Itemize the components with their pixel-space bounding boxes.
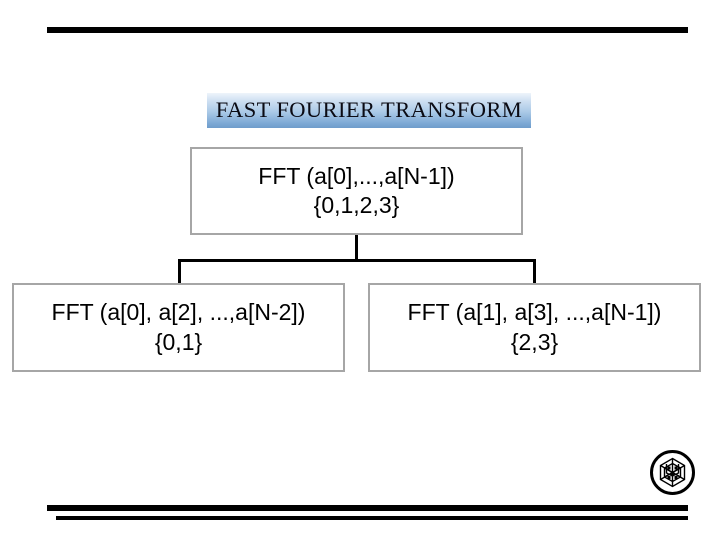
bottom-divider-rule-thick xyxy=(47,505,688,511)
circular-institution-logo-icon xyxy=(649,449,696,496)
connector-drop-left xyxy=(178,259,181,284)
tree-node-root-line1: FFT (a[0],...,a[N-1]) xyxy=(258,162,455,189)
connector-drop-right xyxy=(533,259,536,284)
tree-node-odd: FFT (a[1], a[3], ...,a[N-1]) {2,3} xyxy=(368,283,701,372)
connector-stem xyxy=(355,235,358,261)
tree-node-even: FFT (a[0], a[2], ...,a[N-2]) {0,1} xyxy=(12,283,345,372)
tree-node-root: FFT (a[0],...,a[N-1]) {0,1,2,3} xyxy=(190,147,523,235)
tree-node-even-line2: {0,1} xyxy=(154,328,203,355)
connector-horizontal-bar xyxy=(178,259,536,262)
slide-title-band: FAST FOURIER TRANSFORM xyxy=(207,93,531,128)
tree-node-even-line1: FFT (a[0], a[2], ...,a[N-2]) xyxy=(51,299,306,326)
top-divider-rule xyxy=(47,27,688,33)
bottom-divider-rule-thin xyxy=(56,516,688,520)
tree-node-root-line2: {0,1,2,3} xyxy=(313,192,400,218)
page-title: FAST FOURIER TRANSFORM xyxy=(215,97,523,123)
tree-node-odd-line1: FFT (a[1], a[3], ...,a[N-1]) xyxy=(407,299,662,326)
tree-node-odd-line2: {2,3} xyxy=(510,328,559,355)
